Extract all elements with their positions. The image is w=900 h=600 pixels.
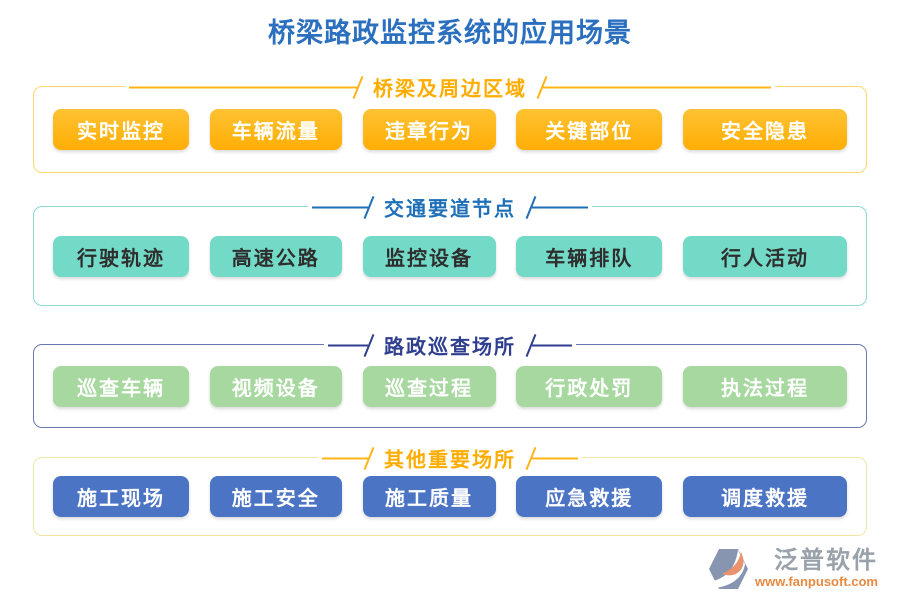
- tag-pedestrian-activity[interactable]: 行人活动: [683, 235, 847, 277]
- section-other-places: 其他重要场所 施工现场 施工安全 施工质量 应急救援 调度救援: [33, 443, 867, 536]
- decor-line: [532, 206, 588, 208]
- tag-patrol-process[interactable]: 巡查过程: [362, 365, 496, 407]
- section-title-patrol-places: 路政巡查场所: [384, 336, 516, 359]
- tag-violation-behavior[interactable]: 违章行为: [362, 109, 496, 150]
- tag-vehicle-flow[interactable]: 车辆流量: [209, 109, 342, 150]
- brand-url[interactable]: www.fanpusoft.com: [754, 574, 878, 589]
- decor-line: [312, 206, 368, 208]
- tag-construction-site[interactable]: 施工现场: [53, 476, 189, 517]
- tag-admin-penalty[interactable]: 行政处罚: [516, 365, 663, 407]
- page-title: 桥梁路政监控系统的应用场景: [268, 18, 632, 48]
- section-traffic-nodes: 交通要道节点 行驶轨迹 高速公路 监控设备 车辆排队 行人活动: [33, 192, 867, 306]
- tag-patrol-vehicle[interactable]: 巡查车辆: [53, 365, 189, 407]
- tag-highway[interactable]: 高速公路: [209, 235, 342, 277]
- decor-line: [328, 344, 368, 346]
- section-header-traffic-nodes: 交通要道节点: [308, 192, 592, 222]
- tag-video-device[interactable]: 视频设备: [209, 365, 342, 407]
- section-patrol-places: 路政巡查场所 巡查车辆 视频设备 巡查过程 行政处罚 执法过程: [33, 330, 867, 428]
- brand-footer: 泛普软件 www.fanpusoft.com: [705, 548, 878, 590]
- decor-line: [532, 457, 578, 459]
- button-row-traffic-nodes: 行驶轨迹 高速公路 监控设备 车辆排队 行人活动: [34, 207, 866, 305]
- button-row-patrol-places: 巡查车辆 视频设备 巡查过程 行政处罚 执法过程: [34, 345, 866, 427]
- section-header-other-places: 其他重要场所: [318, 443, 582, 473]
- tag-monitoring-device[interactable]: 监控设备: [362, 235, 496, 277]
- button-row-bridge-area: 实时监控 车辆流量 违章行为 关键部位 安全隐患: [34, 87, 866, 172]
- tag-construction-quality[interactable]: 施工质量: [362, 476, 496, 517]
- fanpu-logo-icon: [708, 549, 748, 589]
- tag-dispatch-rescue[interactable]: 调度救援: [683, 476, 847, 517]
- tag-vehicle-queue[interactable]: 车辆排队: [516, 235, 663, 277]
- tag-safety-hazard[interactable]: 安全隐患: [683, 109, 847, 150]
- tag-realtime-monitoring[interactable]: 实时监控: [53, 109, 189, 150]
- section-title-traffic-nodes: 交通要道节点: [384, 198, 516, 221]
- section-header-patrol-places: 路政巡查场所: [324, 330, 576, 360]
- tag-emergency-rescue[interactable]: 应急救援: [516, 476, 663, 517]
- decor-line: [532, 344, 572, 346]
- tag-driving-track[interactable]: 行驶轨迹: [53, 235, 189, 277]
- decor-line: [543, 86, 771, 88]
- decor-line: [129, 86, 357, 88]
- tag-key-parts[interactable]: 关键部位: [516, 109, 663, 150]
- tag-law-enforcement-process[interactable]: 执法过程: [683, 365, 847, 407]
- section-header-bridge-area: 桥梁及周边区域: [125, 72, 775, 102]
- brand-name: 泛普软件: [774, 548, 878, 574]
- tag-construction-safety[interactable]: 施工安全: [209, 476, 342, 517]
- button-row-other-places: 施工现场 施工安全 施工质量 应急救援 调度救援: [34, 458, 866, 535]
- section-title-other-places: 其他重要场所: [384, 449, 516, 472]
- decor-line: [322, 457, 368, 459]
- section-bridge-area: 桥梁及周边区域 实时监控 车辆流量 违章行为 关键部位 安全隐患: [33, 72, 867, 173]
- section-title-bridge-area: 桥梁及周边区域: [373, 78, 527, 101]
